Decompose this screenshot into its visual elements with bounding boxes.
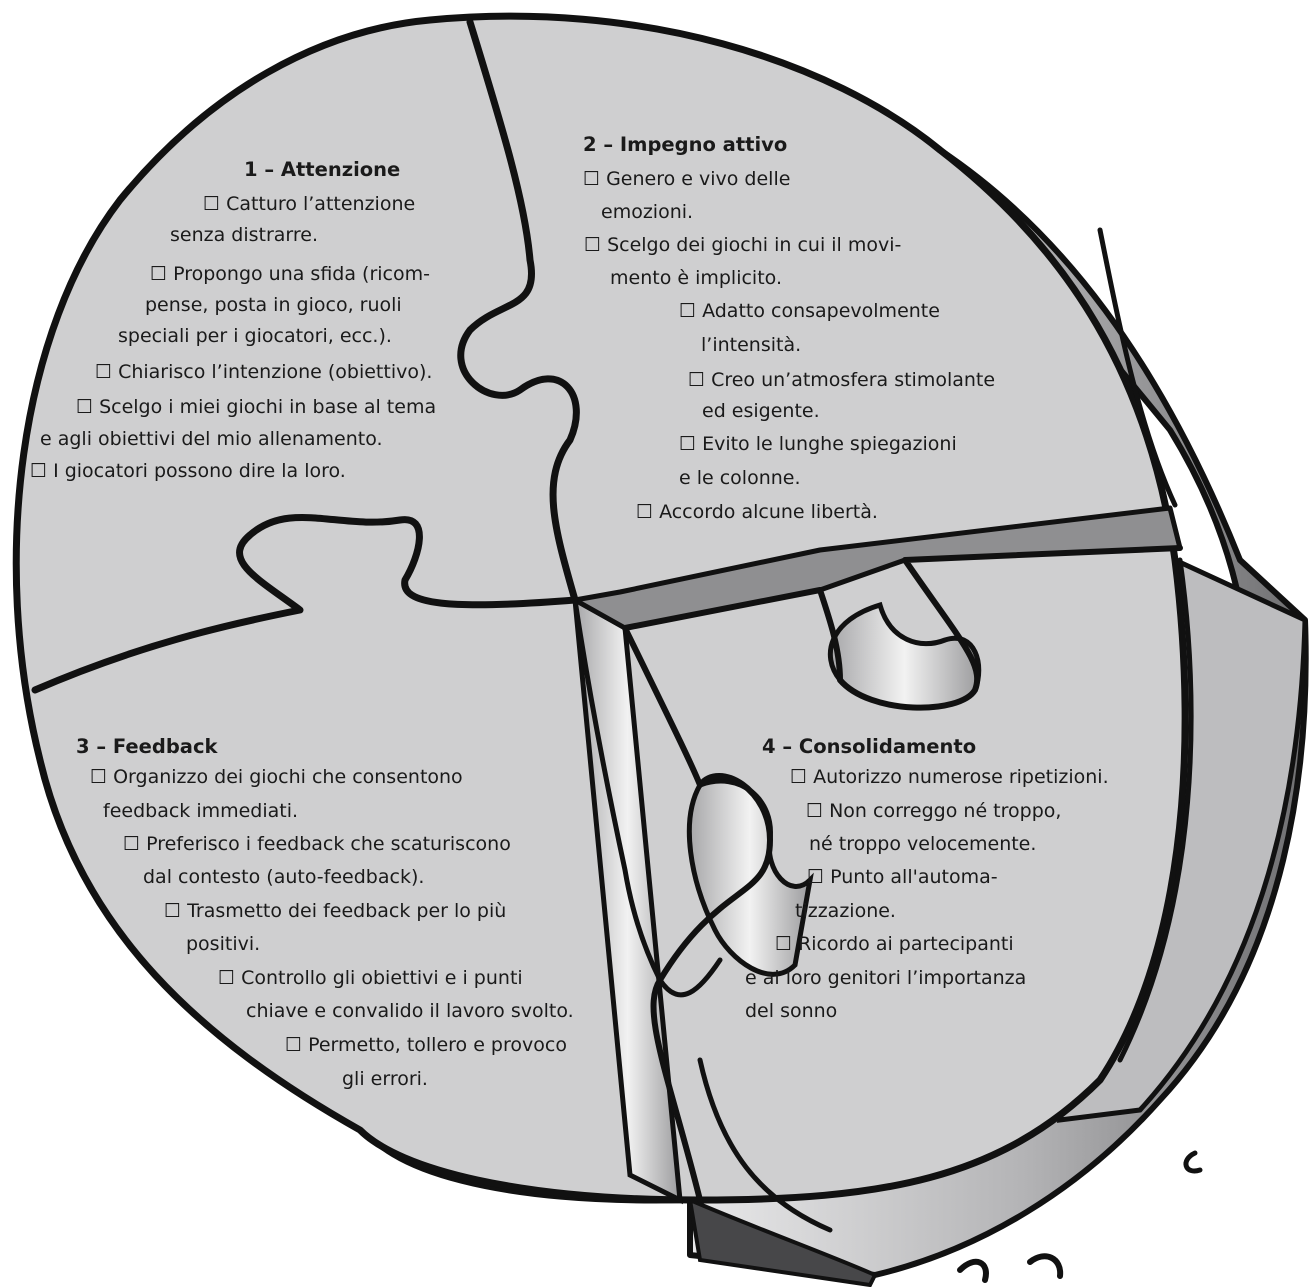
s4-line-7: e ai loro genitori l’importanza [745, 963, 1026, 994]
motion-mark-1 [1186, 1153, 1200, 1171]
s1-line-4: pense, posta in gioco, ruoli [145, 290, 402, 321]
s4-line-4[interactable]: ☐ Punto all'automa- [807, 862, 998, 893]
s1-line-5: speciali per i giocatori, ecc.). [118, 321, 392, 352]
s2-line-3[interactable]: ☐ Scelgo dei giochi in cui il movi- [584, 230, 901, 261]
s4-line-1[interactable]: ☐ Autorizzo numerose ripetizioni. [790, 762, 1109, 793]
s4-line-5: tizzazione. [795, 896, 896, 927]
s2-line-10: e le colonne. [679, 463, 801, 494]
s2-line-7[interactable]: ☐ Creo un’atmosfera stimolante [688, 365, 995, 396]
s3-line-3[interactable]: ☐ Preferisco i feedback che scaturiscono [123, 829, 511, 860]
s2-line-9[interactable]: ☐ Evito le lunghe spiegazioni [679, 429, 957, 460]
s1-line-2: senza distrarre. [170, 220, 318, 251]
s2-line-11[interactable]: ☐ Accordo alcune libertà. [636, 497, 878, 528]
s3-line-1[interactable]: ☐ Organizzo dei giochi che consentono [90, 762, 463, 793]
s1-line-1[interactable]: ☐ Catturo l’attenzione [203, 189, 415, 220]
s4-line-8: del sonno [745, 996, 837, 1027]
s2-line-1[interactable]: ☐ Genero e vivo delle [583, 164, 790, 195]
section-2-title: 2 – Impegno attivo [583, 133, 787, 157]
s2-line-5[interactable]: ☐ Adatto consapevolmente [679, 296, 940, 327]
motion-mark-2 [960, 1262, 986, 1280]
s4-line-3: né troppo velocemente. [809, 829, 1036, 860]
s3-line-8: chiave e convalido il lavoro svolto. [246, 996, 574, 1027]
section-3-title: 3 – Feedback [76, 735, 217, 759]
s3-line-5[interactable]: ☐ Trasmetto dei feedback per lo più [164, 896, 506, 927]
s1-line-8: e agli obiettivi del mio allenamento. [40, 424, 383, 455]
s1-line-3[interactable]: ☐ Propongo una sfida (ricom- [150, 259, 430, 290]
s3-line-9[interactable]: ☐ Permetto, tollero e provoco [285, 1030, 567, 1061]
s4-line-6[interactable]: ☐ Ricordo ai partecipanti [775, 929, 1014, 960]
s1-line-6[interactable]: ☐ Chiarisco l’intenzione (obiettivo). [95, 357, 432, 388]
s1-line-7[interactable]: ☐ Scelgo i miei giochi in base al tema [76, 392, 436, 423]
s2-line-4: mento è implicito. [610, 263, 782, 294]
s3-line-10: gli errori. [342, 1064, 428, 1095]
s2-line-2: emozioni. [601, 197, 693, 228]
s2-line-6: l’intensità. [701, 330, 801, 361]
motion-mark-3 [1030, 1256, 1060, 1276]
s2-line-8: ed esigente. [702, 396, 820, 427]
s1-line-9[interactable]: ☐ I giocatori possono dire la loro. [30, 456, 346, 487]
section-4-title: 4 – Consolidamento [762, 735, 976, 759]
section-1-title: 1 – Attenzione [244, 158, 400, 182]
s3-line-6: positivi. [186, 929, 260, 960]
s3-line-4: dal contesto (auto-feedback). [143, 862, 424, 893]
s3-line-7[interactable]: ☐ Controllo gli obiettivi e i punti [218, 963, 523, 994]
s4-line-2[interactable]: ☐ Non correggo né troppo, [806, 796, 1061, 827]
s3-line-2: feedback immediati. [103, 796, 298, 827]
